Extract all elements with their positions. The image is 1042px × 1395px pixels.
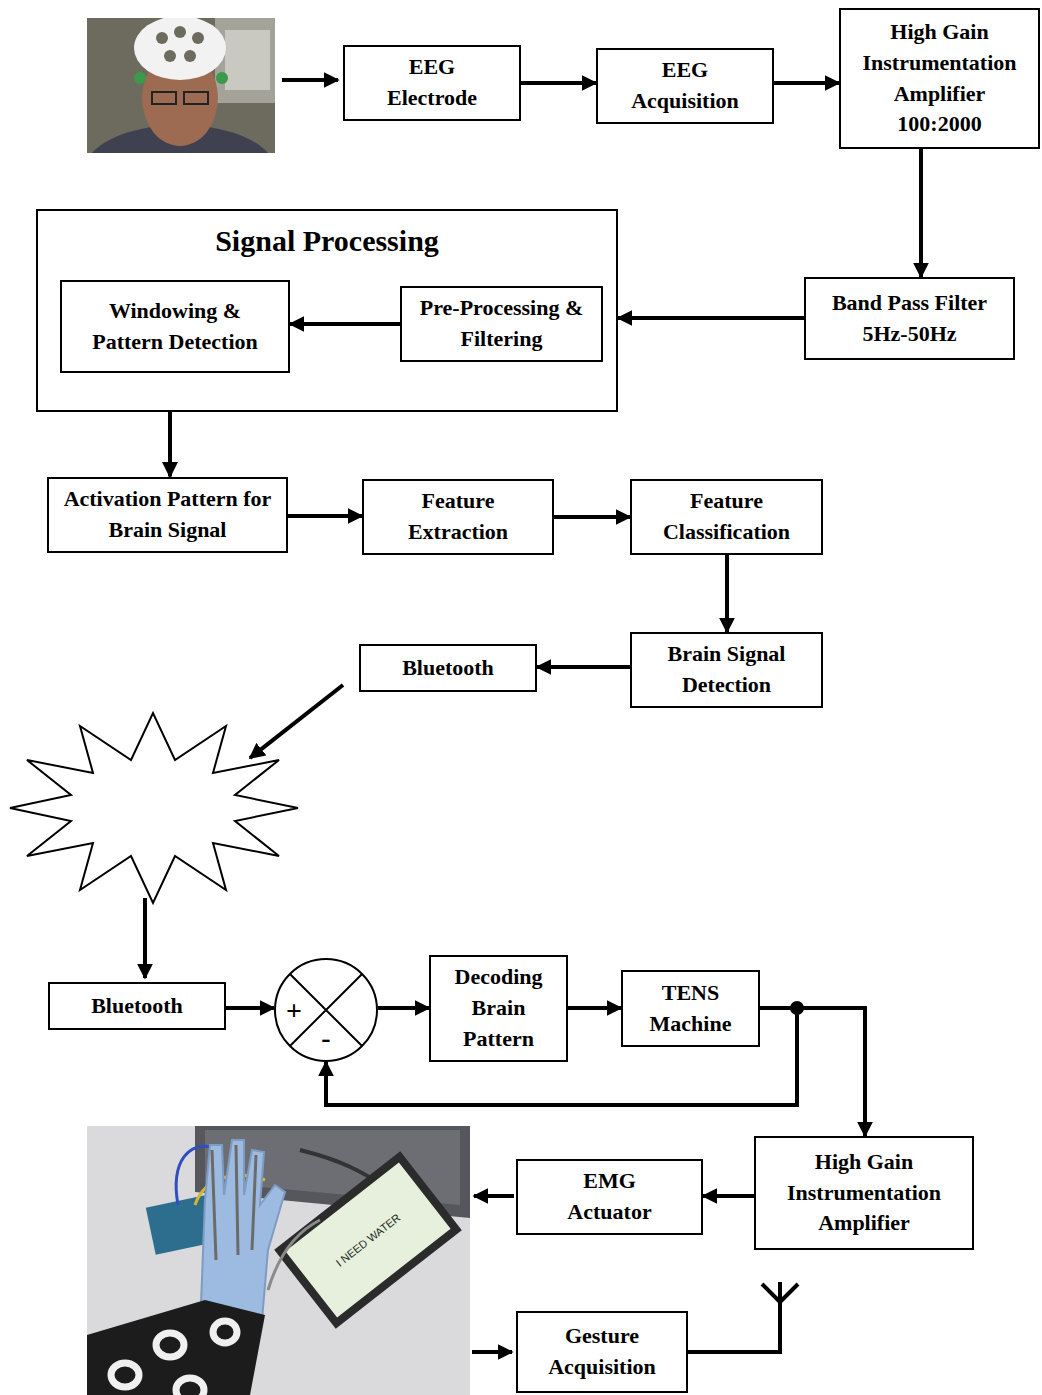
glove-photo bbox=[87, 1126, 470, 1395]
process-box: EEG Acquisition bbox=[596, 48, 774, 124]
sign-label: + bbox=[286, 997, 302, 1025]
box-label: Activation Pattern for Brain Signal bbox=[63, 484, 273, 546]
process-box: Bluetooth bbox=[48, 982, 226, 1030]
connector-arrow bbox=[521, 81, 596, 85]
box-label: High Gain Instrumentation Amplifier 100:… bbox=[855, 17, 1025, 140]
box-label: EEG Electrode bbox=[372, 52, 492, 114]
box-label: Decoding Brain Pattern bbox=[444, 962, 554, 1054]
process-box: EEG Electrode bbox=[343, 45, 521, 121]
eeg-cap bbox=[134, 18, 226, 80]
box-label: Gesture Acquisition bbox=[532, 1321, 672, 1383]
arrow bbox=[143, 898, 147, 978]
electrode-pad bbox=[213, 1321, 237, 1343]
group-box: Signal ProcessingWindowing & Pattern Det… bbox=[36, 209, 618, 412]
sign-label: - bbox=[321, 1024, 330, 1052]
box-label: EEG Acquisition bbox=[615, 55, 755, 117]
wire bbox=[268, 1220, 320, 1290]
connector-arrow bbox=[537, 665, 630, 669]
connector-arrow bbox=[226, 1006, 274, 1010]
connector-arrow bbox=[703, 1194, 754, 1198]
box-label: Feature Extraction bbox=[398, 486, 518, 548]
eeg-photo bbox=[87, 18, 275, 153]
connector-arrow bbox=[288, 514, 362, 518]
connector-arrow bbox=[290, 322, 400, 326]
glasses bbox=[184, 92, 208, 104]
display bbox=[274, 1151, 462, 1328]
process-box: Decoding Brain Pattern bbox=[429, 955, 568, 1062]
process-box: Activation Pattern for Brain Signal bbox=[47, 477, 288, 553]
electrode-pad bbox=[156, 1333, 184, 1357]
summing-junction: +- bbox=[274, 958, 378, 1062]
process-box: High Gain Instrumentation Amplifier bbox=[754, 1136, 974, 1250]
box-label: Windowing & Pattern Detection bbox=[75, 296, 275, 358]
antenna-symbol bbox=[762, 1284, 798, 1302]
box-label: Feature Classification bbox=[647, 486, 807, 548]
antenna-wire bbox=[688, 1282, 780, 1352]
connector-arrow bbox=[168, 412, 172, 477]
process-box: Pre-Processing & Filtering bbox=[400, 286, 603, 362]
process-box: Windowing & Pattern Detection bbox=[60, 280, 290, 373]
connector-arrow bbox=[919, 149, 923, 277]
cap-hole bbox=[174, 26, 186, 38]
connector-arrow bbox=[760, 1008, 865, 1136]
process-box: Gesture Acquisition bbox=[516, 1311, 688, 1393]
electrode-pad bbox=[176, 1378, 204, 1395]
cap-hole bbox=[156, 32, 168, 44]
monitor bbox=[215, 18, 275, 103]
cap-hole bbox=[192, 32, 204, 44]
junction-circle bbox=[275, 959, 377, 1061]
electrode bbox=[134, 72, 146, 84]
process-box: Brain Signal Detection bbox=[630, 632, 823, 708]
connector-arrow bbox=[378, 1006, 429, 1010]
monitor-screen bbox=[225, 30, 270, 90]
arrow bbox=[250, 685, 343, 758]
box-label: Bluetooth bbox=[91, 991, 183, 1022]
process-box: Feature Classification bbox=[630, 479, 823, 555]
glasses bbox=[152, 92, 176, 104]
cap-hole bbox=[184, 50, 196, 62]
box-label: Bluetooth bbox=[402, 653, 494, 684]
process-box: EMG Actuator bbox=[516, 1159, 703, 1235]
connector-arrow bbox=[554, 515, 630, 519]
group-heading: Signal Processing bbox=[38, 221, 616, 260]
wireless-burst bbox=[10, 713, 298, 903]
box-label: High Gain Instrumentation Amplifier bbox=[777, 1147, 952, 1239]
box-label: Pre-Processing & Filtering bbox=[419, 293, 584, 355]
arrow bbox=[474, 1194, 514, 1198]
box-label: TENS Machine bbox=[636, 978, 746, 1040]
process-box: Bluetooth bbox=[359, 644, 537, 692]
glove bbox=[200, 1140, 285, 1330]
process-box: TENS Machine bbox=[621, 970, 760, 1047]
box-label: Brain Signal Detection bbox=[652, 639, 802, 701]
electrode bbox=[216, 72, 228, 84]
process-box: Band Pass Filter 5Hz-50Hz bbox=[804, 277, 1015, 360]
screen-message: I NEED WATER bbox=[333, 1211, 402, 1269]
connector-arrow bbox=[774, 81, 839, 85]
photo-background bbox=[87, 1126, 470, 1395]
box-label: Band Pass Filter 5Hz-50Hz bbox=[815, 288, 1005, 350]
arrow bbox=[282, 78, 338, 82]
flex-sensor bbox=[212, 1145, 256, 1260]
connector-arrow bbox=[568, 1006, 621, 1010]
display-screen bbox=[285, 1163, 450, 1318]
process-box: High Gain Instrumentation Amplifier 100:… bbox=[839, 8, 1040, 149]
arrow bbox=[472, 1350, 512, 1354]
process-box: Feature Extraction bbox=[362, 479, 554, 555]
electrode-pad bbox=[111, 1363, 139, 1387]
box-label: EMG Actuator bbox=[550, 1166, 670, 1228]
display-frame bbox=[274, 1151, 462, 1328]
connector-arrow bbox=[618, 316, 804, 320]
cap-hole bbox=[164, 50, 176, 62]
connector-arrow bbox=[725, 555, 729, 633]
